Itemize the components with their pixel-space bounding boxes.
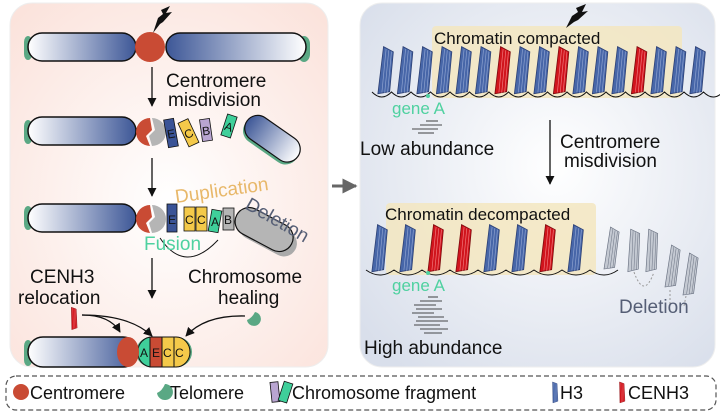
transcripts-low	[412, 120, 442, 134]
chromosome-healing-line2: healing	[218, 288, 279, 309]
fragment-C: C	[177, 118, 200, 148]
compacted-label: Chromatin compacted	[434, 29, 600, 48]
cenh3-nucleosome-icon	[71, 307, 78, 330]
decompacted-label: Chromatin decompacted	[385, 205, 570, 224]
healing-arrow	[185, 315, 246, 337]
right-deletion-label: Deletion	[619, 297, 689, 318]
fragment-A: A	[220, 113, 238, 139]
cenh3-relocation-line1: CENH3	[30, 267, 94, 288]
rearranged-chromosome: E C C A B	[24, 203, 297, 258]
healed-chromosome: A E C C	[24, 336, 192, 368]
fragment-B: B	[199, 117, 213, 143]
legend-box	[5, 375, 717, 411]
linker-dna	[371, 91, 720, 98]
svg-text:E: E	[168, 213, 176, 227]
cenh3-relocation-line2: relocation	[18, 288, 100, 309]
deleted-nucleosomes	[602, 226, 701, 307]
svg-text:C: C	[175, 346, 184, 360]
chromosome-healing-line1: Chromosome	[188, 267, 302, 288]
svg-text:A: A	[140, 346, 148, 360]
broken-chromosome	[24, 116, 166, 146]
svg-text:C: C	[185, 213, 194, 227]
legend-h3: H3	[560, 383, 583, 403]
legend-cenh3: CENH3	[628, 383, 689, 403]
misdivision-label-line1: Centromere	[166, 71, 266, 92]
right-misdivision-line2: misdivision	[564, 151, 657, 172]
right-misdivision-line1: Centromere	[560, 132, 660, 153]
svg-text:E: E	[166, 126, 176, 141]
transcripts-high	[412, 296, 448, 334]
gene-a-marker-top	[426, 94, 430, 98]
linker-dna	[365, 269, 619, 276]
telomere-piece	[247, 312, 261, 326]
svg-text:B: B	[224, 213, 232, 227]
misdivision-label-line2: misdivision	[168, 90, 261, 111]
legend-centromere: Centromere	[30, 383, 125, 403]
compacted-chromatin	[371, 46, 720, 98]
svg-text:B: B	[201, 123, 211, 138]
svg-text:A: A	[211, 215, 219, 229]
gene-a-label-top: gene A	[392, 99, 446, 118]
gene-a-marker-bottom	[426, 271, 430, 275]
fragment-E: E	[163, 117, 179, 149]
chromosome-arm-fragment	[242, 114, 301, 165]
svg-text:A: A	[223, 119, 235, 135]
fusion-label: Fusion	[144, 234, 201, 255]
centromere	[117, 337, 139, 367]
telomere-icon	[157, 384, 173, 400]
legend-chromosome-fragment: Chromosome fragment	[292, 383, 476, 403]
centromere-icon	[13, 384, 29, 400]
svg-text:C: C	[163, 346, 172, 360]
relocation-arrow-2	[81, 314, 153, 337]
lightning-icon	[566, 4, 588, 28]
lightning-icon	[153, 6, 172, 33]
h3-icon	[552, 381, 559, 404]
cenh3-icon	[619, 381, 626, 404]
high-abundance-label: High abundance	[364, 338, 502, 359]
decompacted-chromatin	[365, 224, 619, 276]
intact-chromosome	[24, 6, 310, 62]
centromere	[135, 32, 165, 62]
low-abundance-label: Low abundance	[360, 139, 494, 160]
svg-text:E: E	[152, 346, 160, 360]
legend-telomere: Telomere	[170, 383, 244, 403]
chromosome-fragment-icon	[269, 380, 294, 404]
fusion-arc	[159, 237, 219, 258]
svg-text:C: C	[197, 213, 206, 227]
gene-a-label-bottom: gene A	[392, 276, 446, 295]
